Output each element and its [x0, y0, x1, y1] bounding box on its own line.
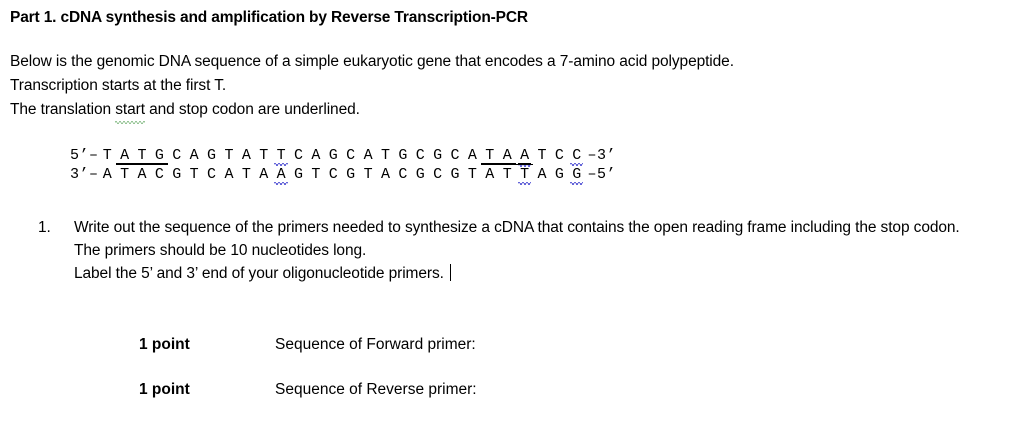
bottom-strand-3prime-label: 3’–	[70, 166, 99, 183]
dna-base: A	[311, 147, 321, 164]
dna-base: G	[450, 166, 460, 183]
spellcheck-squiggle	[517, 164, 532, 167]
dna-base: G	[554, 166, 564, 183]
text-cursor-caret	[449, 264, 451, 281]
dna-base: A	[241, 147, 251, 164]
dna-base: A	[380, 166, 390, 183]
dna-base: A	[224, 166, 234, 183]
dna-base: T	[311, 166, 321, 183]
dna-base: C	[415, 147, 425, 164]
dna-base: G	[433, 147, 443, 164]
dna-base: A	[272, 165, 289, 185]
question-block: 1. Write out the sequence of the primers…	[38, 216, 1008, 285]
dna-base: A	[102, 166, 112, 183]
points-row-reverse: 1 point Sequence of Reverse primer:	[139, 378, 477, 423]
question-number: 1.	[38, 219, 51, 236]
question-body: Write out the sequence of the primers ne…	[74, 216, 1008, 285]
points-label-forward: 1 point	[139, 336, 190, 353]
dna-base: T	[115, 164, 134, 184]
dna-base: C	[568, 146, 585, 166]
dna-base: T	[467, 166, 477, 183]
dna-base: G	[294, 166, 304, 183]
dna-base: C	[450, 147, 460, 164]
question-line-3: Label the 5’ and 3’ end of your oligonuc…	[74, 262, 1008, 285]
dna-base: C	[172, 147, 182, 164]
bottom-strand-5prime-label: –5’	[587, 166, 616, 183]
dna-base: A	[259, 166, 269, 183]
dna-base: T	[241, 166, 251, 183]
points-area: 1 point Sequence of Forward primer: 1 po…	[139, 333, 477, 423]
dna-base: G	[346, 166, 356, 183]
dna-base: C	[398, 166, 408, 183]
dna-base: A	[115, 146, 134, 165]
intro-paragraph: Below is the genomic DNA sequence of a s…	[10, 50, 1010, 124]
intro-line-3: The translation start and stop codon are…	[10, 98, 1010, 124]
dna-base: T	[515, 164, 534, 185]
dna-base: G	[172, 166, 182, 183]
dna-base: T	[272, 146, 289, 166]
dna-base: T	[224, 147, 234, 164]
intro-line-1: Below is the genomic DNA sequence of a s…	[10, 53, 734, 70]
forward-primer-prompt: Sequence of Forward primer:	[275, 336, 476, 353]
dna-base: A	[516, 146, 533, 167]
dna-base: A	[363, 147, 373, 164]
dna-base: G	[328, 147, 338, 164]
reverse-primer-prompt: Sequence of Reverse primer:	[275, 381, 477, 398]
dna-base: C	[346, 147, 356, 164]
dna-base: C	[554, 147, 564, 164]
dna-base: T	[498, 164, 517, 184]
dna-base: G	[398, 147, 408, 164]
dna-base: A	[481, 164, 499, 184]
dna-base: T	[189, 166, 199, 183]
dna-base: C	[328, 166, 338, 183]
dna-base: A	[467, 147, 477, 164]
points-row-forward: 1 point Sequence of Forward primer:	[139, 333, 477, 378]
dna-base: G	[207, 147, 217, 164]
dna-base: A	[133, 164, 152, 184]
grammar-squiggle-word: start	[115, 98, 145, 124]
dna-base: A	[537, 166, 547, 183]
dna-base: C	[207, 166, 217, 183]
dna-base: T	[537, 147, 547, 164]
dna-base: G	[150, 146, 169, 165]
dna-base: G	[568, 165, 585, 185]
intro-line-3-prefix: The translation	[10, 101, 116, 118]
dna-base: C	[150, 164, 169, 184]
dna-base: T	[363, 166, 373, 183]
intro-line-3-suffix: and stop codon are underlined.	[144, 101, 360, 118]
dna-base: T	[102, 147, 112, 164]
dna-base: A	[498, 146, 517, 165]
question-line-3-text: Label the 5’ and 3’ end of your oligonuc…	[74, 265, 444, 282]
points-label-reverse: 1 point	[139, 381, 190, 398]
dna-base: C	[433, 166, 443, 183]
dna-base: T	[133, 146, 152, 165]
page-title: Part 1. cDNA synthesis and amplification…	[10, 9, 528, 26]
question-line-1: Write out the sequence of the primers ne…	[74, 219, 960, 236]
question-line-2: The primers should be 10 nucleotides lon…	[74, 242, 367, 259]
top-strand-3prime-label: –3’	[587, 147, 616, 164]
dna-base: A	[189, 147, 199, 164]
dna-base: T	[259, 147, 269, 164]
dna-base: C	[294, 147, 304, 164]
intro-line-2: Transcription starts at the first T.	[10, 77, 227, 94]
dna-base: G	[415, 166, 425, 183]
top-strand-5prime-label: 5’–	[70, 147, 99, 164]
dna-base: T	[481, 146, 499, 165]
dna-base: T	[380, 147, 390, 164]
